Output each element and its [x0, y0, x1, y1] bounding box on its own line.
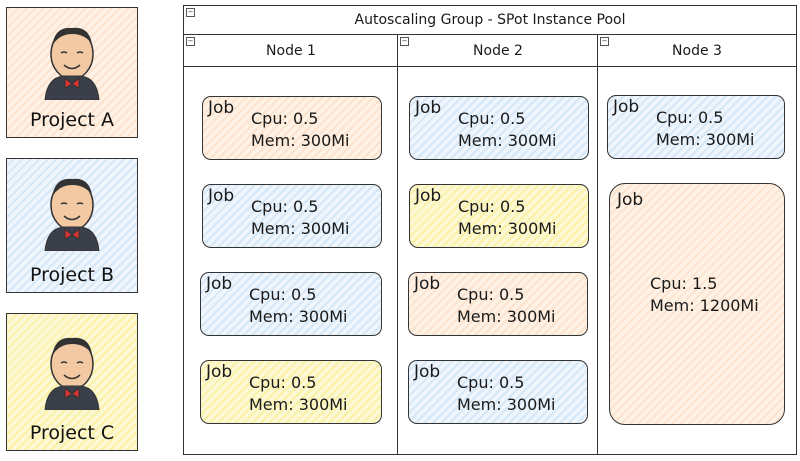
collapse-icon[interactable]: −	[400, 37, 409, 46]
node-label: Node 3	[672, 43, 722, 59]
job-card[interactable]: Job Cpu: 0.5 Mem: 300Mi	[408, 360, 588, 424]
job-mem: Mem: 300Mi	[458, 219, 557, 238]
job-card[interactable]: Job Cpu: 0.5 Mem: 300Mi	[409, 96, 589, 160]
pool-title: Autoscaling Group - SPot Instance Pool	[184, 6, 796, 35]
job-title: Job	[613, 97, 640, 117]
jenkins-avatar-icon	[44, 337, 100, 410]
collapse-icon[interactable]: −	[186, 37, 195, 46]
job-mem: Mem: 300Mi	[251, 219, 350, 238]
project-card-c[interactable]: Project C	[6, 313, 138, 451]
job-card[interactable]: Job Cpu: 0.5 Mem: 300Mi	[409, 184, 589, 248]
node-2-header: − Node 2	[398, 35, 598, 67]
job-mem: Mem: 300Mi	[458, 131, 557, 150]
job-mem: Mem: 1200Mi	[650, 296, 759, 315]
job-card[interactable]: Job Cpu: 0.5 Mem: 300Mi	[607, 95, 785, 159]
job-title: Job	[208, 98, 235, 118]
jenkins-avatar-icon	[44, 178, 100, 251]
project-card-a[interactable]: Project A	[6, 7, 138, 138]
job-card[interactable]: Job Cpu: 0.5 Mem: 300Mi	[408, 272, 588, 336]
job-title: Job	[206, 274, 233, 294]
job-cpu: Cpu: 0.5	[458, 109, 526, 128]
job-mem: Mem: 300Mi	[457, 307, 556, 326]
job-cpu: Cpu: 0.5	[458, 197, 526, 216]
job-cpu: Cpu: 0.5	[251, 197, 319, 216]
node-label: Node 2	[473, 43, 523, 59]
collapse-icon[interactable]: −	[600, 37, 609, 46]
node-3-header: − Node 3	[598, 35, 796, 67]
collapse-icon[interactable]: −	[186, 8, 195, 17]
job-mem: Mem: 300Mi	[249, 395, 348, 414]
job-card[interactable]: Job Cpu: 0.5 Mem: 300Mi	[200, 360, 382, 424]
jenkins-avatar-icon	[44, 27, 100, 100]
job-card-large[interactable]: Job Cpu: 1.5 Mem: 1200Mi	[609, 183, 785, 425]
job-cpu: Cpu: 0.5	[251, 109, 319, 128]
spot-instance-pool: − Autoscaling Group - SPot Instance Pool…	[183, 5, 797, 455]
job-card[interactable]: Job Cpu: 0.5 Mem: 300Mi	[202, 184, 382, 248]
job-cpu: Cpu: 0.5	[457, 285, 525, 304]
node-divider	[597, 35, 598, 454]
job-cpu: Cpu: 0.5	[656, 108, 724, 127]
job-mem: Mem: 300Mi	[251, 131, 350, 150]
job-title: Job	[414, 274, 441, 294]
job-mem: Mem: 300Mi	[457, 395, 556, 414]
project-label: Project B	[29, 264, 115, 286]
job-cpu: Cpu: 0.5	[249, 373, 317, 392]
project-label: Project C	[29, 422, 115, 444]
job-title: Job	[617, 190, 644, 210]
job-card[interactable]: Job Cpu: 0.5 Mem: 300Mi	[200, 272, 382, 336]
node-divider	[397, 35, 398, 454]
job-card[interactable]: Job Cpu: 0.5 Mem: 300Mi	[202, 96, 382, 160]
node-label: Node 1	[266, 43, 316, 59]
job-cpu: Cpu: 0.5	[249, 285, 317, 304]
node-1-header: − Node 1	[184, 35, 398, 67]
job-title: Job	[415, 98, 442, 118]
job-title: Job	[415, 186, 442, 206]
job-cpu: Cpu: 1.5	[650, 274, 718, 293]
job-title: Job	[206, 362, 233, 382]
job-cpu: Cpu: 0.5	[457, 373, 525, 392]
job-mem: Mem: 300Mi	[656, 130, 755, 149]
job-title: Job	[414, 362, 441, 382]
project-label: Project A	[29, 109, 115, 131]
project-card-b[interactable]: Project B	[6, 158, 138, 293]
job-title: Job	[208, 186, 235, 206]
job-mem: Mem: 300Mi	[249, 307, 348, 326]
